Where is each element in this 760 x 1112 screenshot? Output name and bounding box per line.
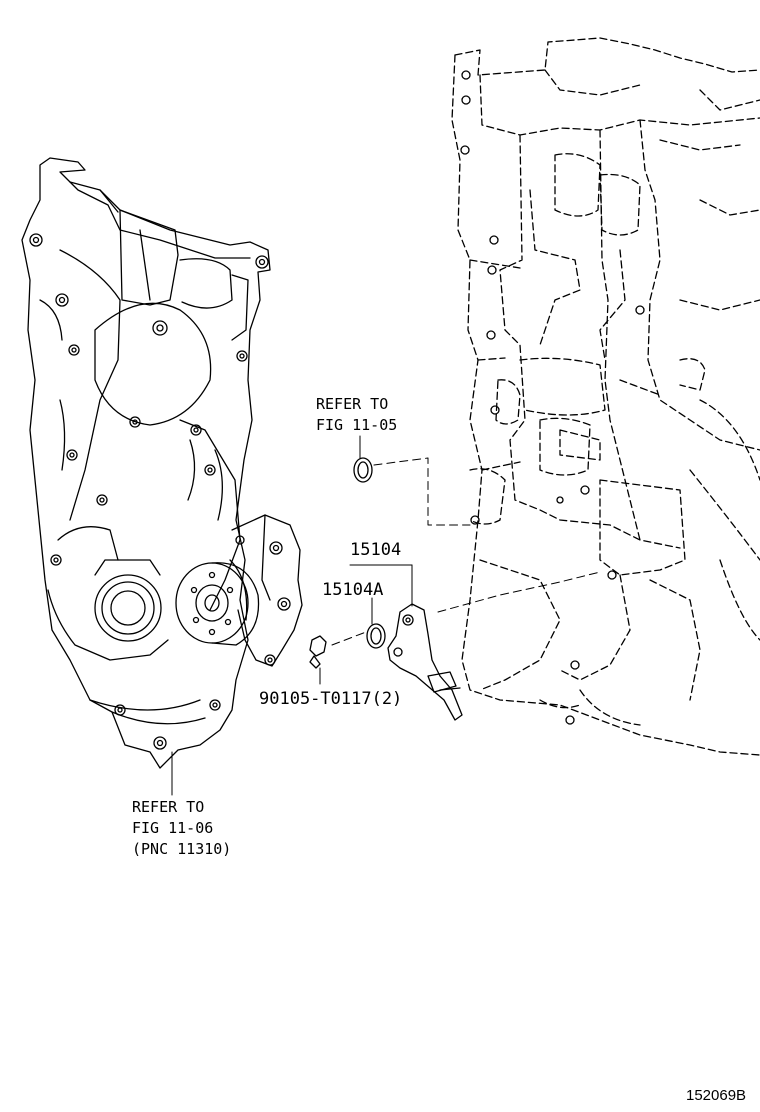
refer-label-fig-11-05-line2: FIG 11-05 — [316, 416, 398, 434]
engine-block-holes — [460, 70, 645, 725]
seal-ring-upper — [353, 457, 373, 483]
part-number-15104[interactable]: 15104 — [350, 540, 402, 560]
figure-id: 152069B — [686, 1087, 747, 1104]
engine-block — [451, 37, 760, 756]
part-number-15104A[interactable]: 15104A — [322, 580, 384, 600]
refer-label-fig-11-05-line1: REFER TO — [316, 395, 389, 413]
timing-chain-cover — [21, 157, 271, 769]
leader-lines — [171, 435, 413, 796]
part-number-90105-T0117[interactable]: 90105-T0117(2) — [259, 689, 403, 709]
o-ring-15104A — [366, 623, 386, 649]
refer-label-fig-11-06-line2: FIG 11-06 — [132, 819, 214, 837]
water-pump-pulley — [175, 562, 260, 646]
bolt-90105-T0117 — [309, 635, 327, 669]
dashed-guide-lines — [331, 457, 601, 646]
refer-label-fig-11-06-line3: (PNC 11310) — [132, 840, 232, 858]
water-pump — [231, 514, 303, 667]
crankshaft-seal — [94, 559, 162, 642]
oil-strainer-15104 — [387, 603, 463, 721]
refer-label-fig-11-06-line1: REFER TO — [132, 798, 205, 816]
